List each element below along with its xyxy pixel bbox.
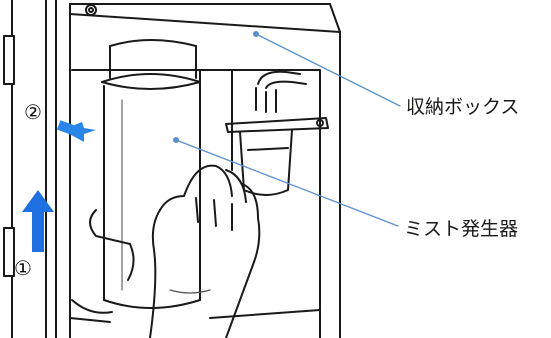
mist-generator-leader [175, 139, 399, 227]
mist-generator [71, 39, 201, 314]
storage-box-leader-dot [253, 31, 259, 37]
water-container [225, 70, 329, 196]
step-2-arrow [57, 120, 96, 142]
step-2-marker: ② [24, 100, 42, 124]
storage-box-leader [255, 33, 401, 107]
mist-generator-leader-dot [173, 137, 179, 143]
mist-generator-label: ミスト発生器 [404, 218, 519, 240]
gloved-hand [89, 164, 261, 338]
leader-lines [175, 33, 401, 227]
storage-box [69, 3, 341, 338]
storage-box-label: 収納ボックス [406, 96, 520, 118]
cabinet-door [3, 0, 57, 338]
step-1-marker: ① [14, 256, 32, 280]
step-1-arrow [22, 190, 54, 252]
